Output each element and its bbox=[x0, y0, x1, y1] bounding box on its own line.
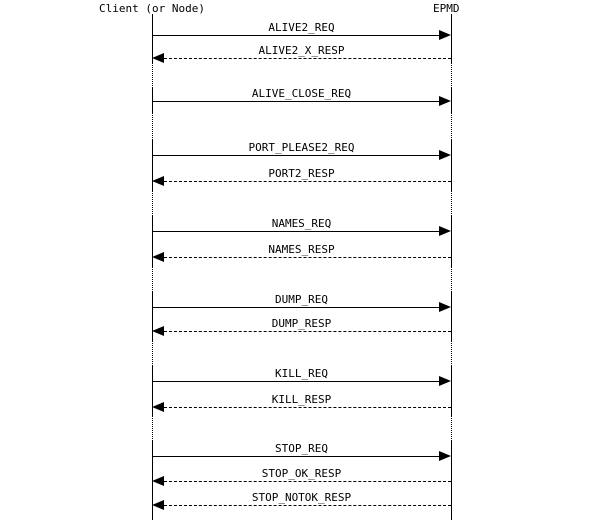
arrowhead-left-icon bbox=[152, 53, 164, 63]
message-line bbox=[152, 307, 439, 308]
message-line bbox=[164, 181, 451, 182]
arrowhead-right-icon bbox=[439, 30, 451, 40]
arrowhead-right-icon bbox=[439, 302, 451, 312]
message-label: STOP_NOTOK_RESP bbox=[247, 492, 356, 504]
lifeline-epmd-segment bbox=[451, 190, 452, 216]
message-line bbox=[152, 101, 439, 102]
message-line bbox=[164, 331, 451, 332]
lifeline-client-segment bbox=[152, 216, 153, 266]
lifeline-epmd-segment bbox=[451, 340, 452, 366]
lifeline-client-segment bbox=[152, 62, 153, 88]
message-label: KILL_REQ bbox=[271, 368, 332, 380]
lifeline-client-segment bbox=[152, 88, 153, 112]
lifeline-epmd-segment bbox=[451, 416, 452, 441]
message-label: PORT2_RESP bbox=[264, 168, 339, 180]
lifeline-client-segment bbox=[152, 14, 153, 62]
lifeline-epmd-segment bbox=[451, 266, 452, 292]
message-line bbox=[152, 456, 439, 457]
actor-label-epmd: EPMD bbox=[433, 2, 460, 15]
lifeline-epmd-segment bbox=[451, 112, 452, 140]
message-line bbox=[164, 58, 451, 59]
lifeline-epmd-segment bbox=[451, 441, 452, 520]
actor-label-client: Client (or Node) bbox=[99, 2, 205, 15]
message-line bbox=[164, 257, 451, 258]
message-line bbox=[152, 35, 439, 36]
lifeline-epmd-segment bbox=[451, 366, 452, 416]
lifeline-client-segment bbox=[152, 366, 153, 416]
message-label: STOP_OK_RESP bbox=[257, 468, 346, 480]
arrowhead-left-icon bbox=[152, 500, 164, 510]
arrowhead-right-icon bbox=[439, 451, 451, 461]
message-label: KILL_RESP bbox=[267, 394, 336, 406]
message-label: DUMP_RESP bbox=[267, 318, 336, 330]
arrowhead-right-icon bbox=[439, 150, 451, 160]
message-line bbox=[152, 381, 439, 382]
message-line bbox=[164, 481, 451, 482]
arrowhead-left-icon bbox=[152, 326, 164, 336]
message-label: ALIVE2_REQ bbox=[264, 22, 339, 34]
arrowhead-left-icon bbox=[152, 402, 164, 412]
message-line bbox=[164, 505, 451, 506]
arrowhead-left-icon bbox=[152, 252, 164, 262]
arrowhead-right-icon bbox=[439, 96, 451, 106]
lifeline-epmd-segment bbox=[451, 14, 452, 62]
lifeline-epmd-segment bbox=[451, 140, 452, 190]
lifeline-client-segment bbox=[152, 416, 153, 441]
lifeline-epmd-segment bbox=[451, 292, 452, 340]
message-line bbox=[152, 155, 439, 156]
message-label: ALIVE_CLOSE_REQ bbox=[247, 88, 356, 100]
message-label: PORT_PLEASE2_REQ bbox=[244, 142, 359, 154]
message-label: DUMP_REQ bbox=[271, 294, 332, 306]
lifeline-client-segment bbox=[152, 340, 153, 366]
arrowhead-left-icon bbox=[152, 176, 164, 186]
lifeline-epmd-segment bbox=[451, 216, 452, 266]
message-line bbox=[164, 407, 451, 408]
message-line bbox=[152, 231, 439, 232]
message-label: STOP_REQ bbox=[271, 443, 332, 455]
lifeline-client-segment bbox=[152, 266, 153, 292]
arrowhead-right-icon bbox=[439, 226, 451, 236]
arrowhead-left-icon bbox=[152, 476, 164, 486]
lifeline-client-segment bbox=[152, 112, 153, 140]
lifeline-client-segment bbox=[152, 292, 153, 340]
message-label: NAMES_RESP bbox=[264, 244, 339, 256]
lifeline-client-segment bbox=[152, 190, 153, 216]
message-label: NAMES_REQ bbox=[267, 218, 336, 230]
message-label: ALIVE2_X_RESP bbox=[254, 45, 349, 57]
arrowhead-right-icon bbox=[439, 376, 451, 386]
lifeline-client-segment bbox=[152, 140, 153, 190]
lifeline-epmd-segment bbox=[451, 62, 452, 88]
lifeline-epmd-segment bbox=[451, 88, 452, 112]
